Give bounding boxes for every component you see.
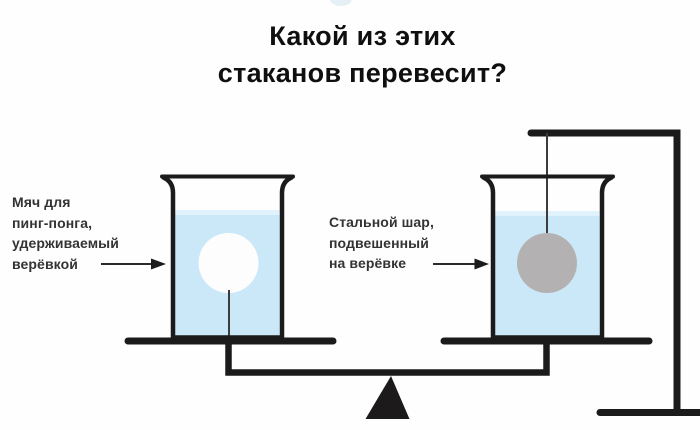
ping-pong-label: Мяч для пинг-понга, удерживаемый верёвко… (12, 192, 119, 274)
steel-ball-label-line-2: подвешенный (329, 234, 429, 251)
left-water-surface (175, 210, 280, 215)
left-callout-arrow (101, 258, 166, 270)
right-callout-arrow (433, 258, 489, 270)
left-beaker-group (160, 174, 295, 340)
ping-pong-ball (198, 233, 259, 293)
left-arrow-head-icon (151, 258, 166, 270)
stand (527, 129, 700, 416)
ping-pong-label-line-3: удерживаемый (12, 235, 119, 251)
fulcrum-triangle (365, 376, 410, 419)
title-line-2: стаканов перевесит? (217, 58, 508, 88)
balance-scale (124, 337, 653, 419)
right-beaker-group (480, 133, 615, 340)
steel-ball-label-line-3: на верёвке (329, 255, 407, 271)
steel-ball (517, 233, 577, 293)
balance-beam (225, 340, 550, 376)
right-beaker-outline (481, 175, 614, 340)
left-beaker-outline (161, 175, 294, 340)
page-title: Какой из этих стаканов перевесит? (25, 18, 700, 92)
steel-ball-label: Стальной шар, подвешенный на верёвке (329, 212, 434, 274)
right-arrow-head-icon (474, 258, 489, 270)
title-line-1: Какой из этих (269, 21, 456, 51)
cropped-logo-remnant (330, 0, 352, 6)
ping-pong-label-line-4: верёвкой (12, 255, 78, 272)
ping-pong-label-line-1: Мяч для (12, 194, 71, 210)
stand-arm-and-pole (527, 129, 681, 415)
steel-ball-label-line-1: Стальной шар, (329, 214, 434, 230)
ping-pong-label-line-2: пинг-понга, (12, 214, 93, 231)
